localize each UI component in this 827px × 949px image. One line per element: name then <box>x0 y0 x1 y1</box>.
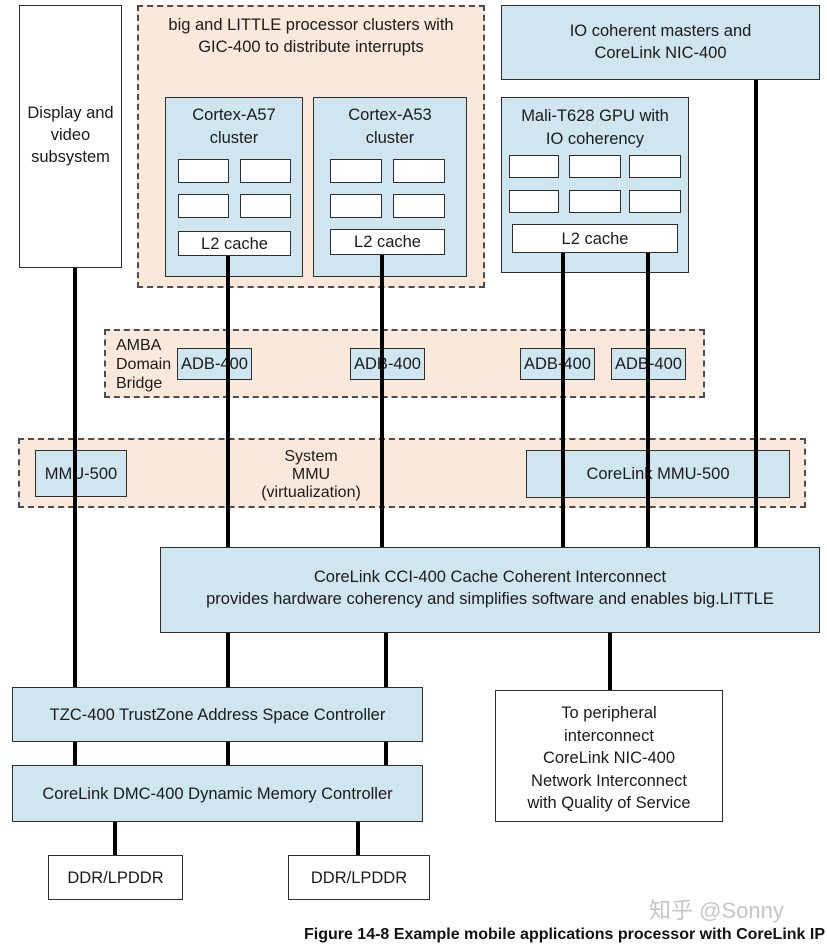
io-coherent-masters-label: IO coherent masters and CoreLink NIC-400 <box>569 22 752 62</box>
ddr-label: DDR/LPDDR <box>310 868 408 887</box>
cortex-a53-cluster-label: Cortex-A53 cluster <box>348 106 432 147</box>
display-video-subsystem-box: Display and video subsystem <box>19 5 122 268</box>
core-box <box>509 155 559 178</box>
dmc-400-box: CoreLink DMC-400 Dynamic Memory Controll… <box>12 765 423 822</box>
core-box <box>629 155 681 178</box>
big-little-region-title: big and LITTLE processor clusters with G… <box>168 16 454 56</box>
cortex-a57-cluster-label: Cortex-A57 cluster <box>192 106 276 147</box>
mmu-500-label: MMU-500 <box>44 464 118 483</box>
corelink-mmu-500-box: CoreLink MMU-500 <box>526 450 790 498</box>
ddr-box-2: DDR/LPDDR <box>288 855 430 900</box>
a53-l2-cache-label: L2 cache <box>354 233 421 251</box>
core-box <box>569 190 621 213</box>
connector-line <box>380 255 384 547</box>
gpu-l2-cache-label: L2 cache <box>561 229 629 248</box>
connector-line <box>226 742 230 765</box>
cci-400-box: CoreLink CCI-400 Cache Coherent Intercon… <box>160 547 820 633</box>
core-box <box>330 194 382 218</box>
tzc-400-label: TZC-400 TrustZone Address Space Controll… <box>49 705 386 724</box>
adb-400-label: ADB-400 <box>181 355 248 373</box>
core-box <box>629 190 681 213</box>
connector-line <box>561 253 565 547</box>
core-box <box>240 159 291 183</box>
peripheral-interconnect-box: To peripheral interconnect CoreLink NIC-… <box>495 690 723 822</box>
adb-400-box-1: ADB-400 <box>177 348 252 380</box>
core-box <box>330 159 382 183</box>
connector-line <box>226 633 230 687</box>
adb-400-box-2: ADB-400 <box>350 348 425 380</box>
mali-gpu-label: Mali-T628 GPU with IO coherency <box>521 107 669 148</box>
connector-line <box>356 822 360 855</box>
io-coherent-masters-box: IO coherent masters and CoreLink NIC-400 <box>501 5 820 80</box>
a57-l2-cache-label: L2 cache <box>201 234 268 253</box>
gpu-l2-cache-box: L2 cache <box>512 224 678 253</box>
core-box <box>240 194 291 218</box>
connector-line <box>608 633 612 690</box>
adb-400-label: ADB-400 <box>354 355 421 373</box>
connector-line <box>73 268 77 687</box>
core-box <box>393 159 445 183</box>
core-box <box>178 159 229 183</box>
corelink-mmu-500-label: CoreLink MMU-500 <box>586 465 730 483</box>
core-box <box>569 155 621 178</box>
a53-l2-cache-box: L2 cache <box>330 229 445 255</box>
mmu-500-box: MMU-500 <box>35 450 127 497</box>
connector-line <box>384 742 388 765</box>
ddr-box-1: DDR/LPDDR <box>48 855 183 900</box>
ddr-label: DDR/LPDDR <box>67 868 164 887</box>
figure-caption: Figure 14-8 Example mobile applications … <box>303 926 825 943</box>
connector-line <box>226 256 230 547</box>
display-video-subsystem-label: Display and video subsystem <box>27 104 114 166</box>
connector-line <box>754 80 758 547</box>
core-box <box>393 194 445 218</box>
watermark-text: 知乎 @Sonny <box>649 898 784 923</box>
core-box <box>178 194 229 218</box>
system-mmu-label: System MMU (virtualization) <box>261 448 361 501</box>
amba-bridge-label: AMBA Domain Bridge <box>116 337 172 392</box>
dmc-400-label: CoreLink DMC-400 Dynamic Memory Controll… <box>42 784 393 803</box>
connector-line <box>113 822 117 855</box>
connector-line <box>73 742 77 765</box>
connector-line <box>646 253 650 547</box>
adb-400-label: ADB-400 <box>524 355 591 373</box>
cci-400-label: CoreLink CCI-400 Cache Coherent Intercon… <box>206 568 774 608</box>
core-box <box>509 190 559 213</box>
tzc-400-box: TZC-400 TrustZone Address Space Controll… <box>12 687 423 742</box>
a57-l2-cache-box: L2 cache <box>178 231 291 256</box>
adb-400-box-3: ADB-400 <box>520 348 595 380</box>
peripheral-interconnect-label: To peripheral interconnect CoreLink NIC-… <box>527 704 691 812</box>
connector-line <box>384 633 388 687</box>
